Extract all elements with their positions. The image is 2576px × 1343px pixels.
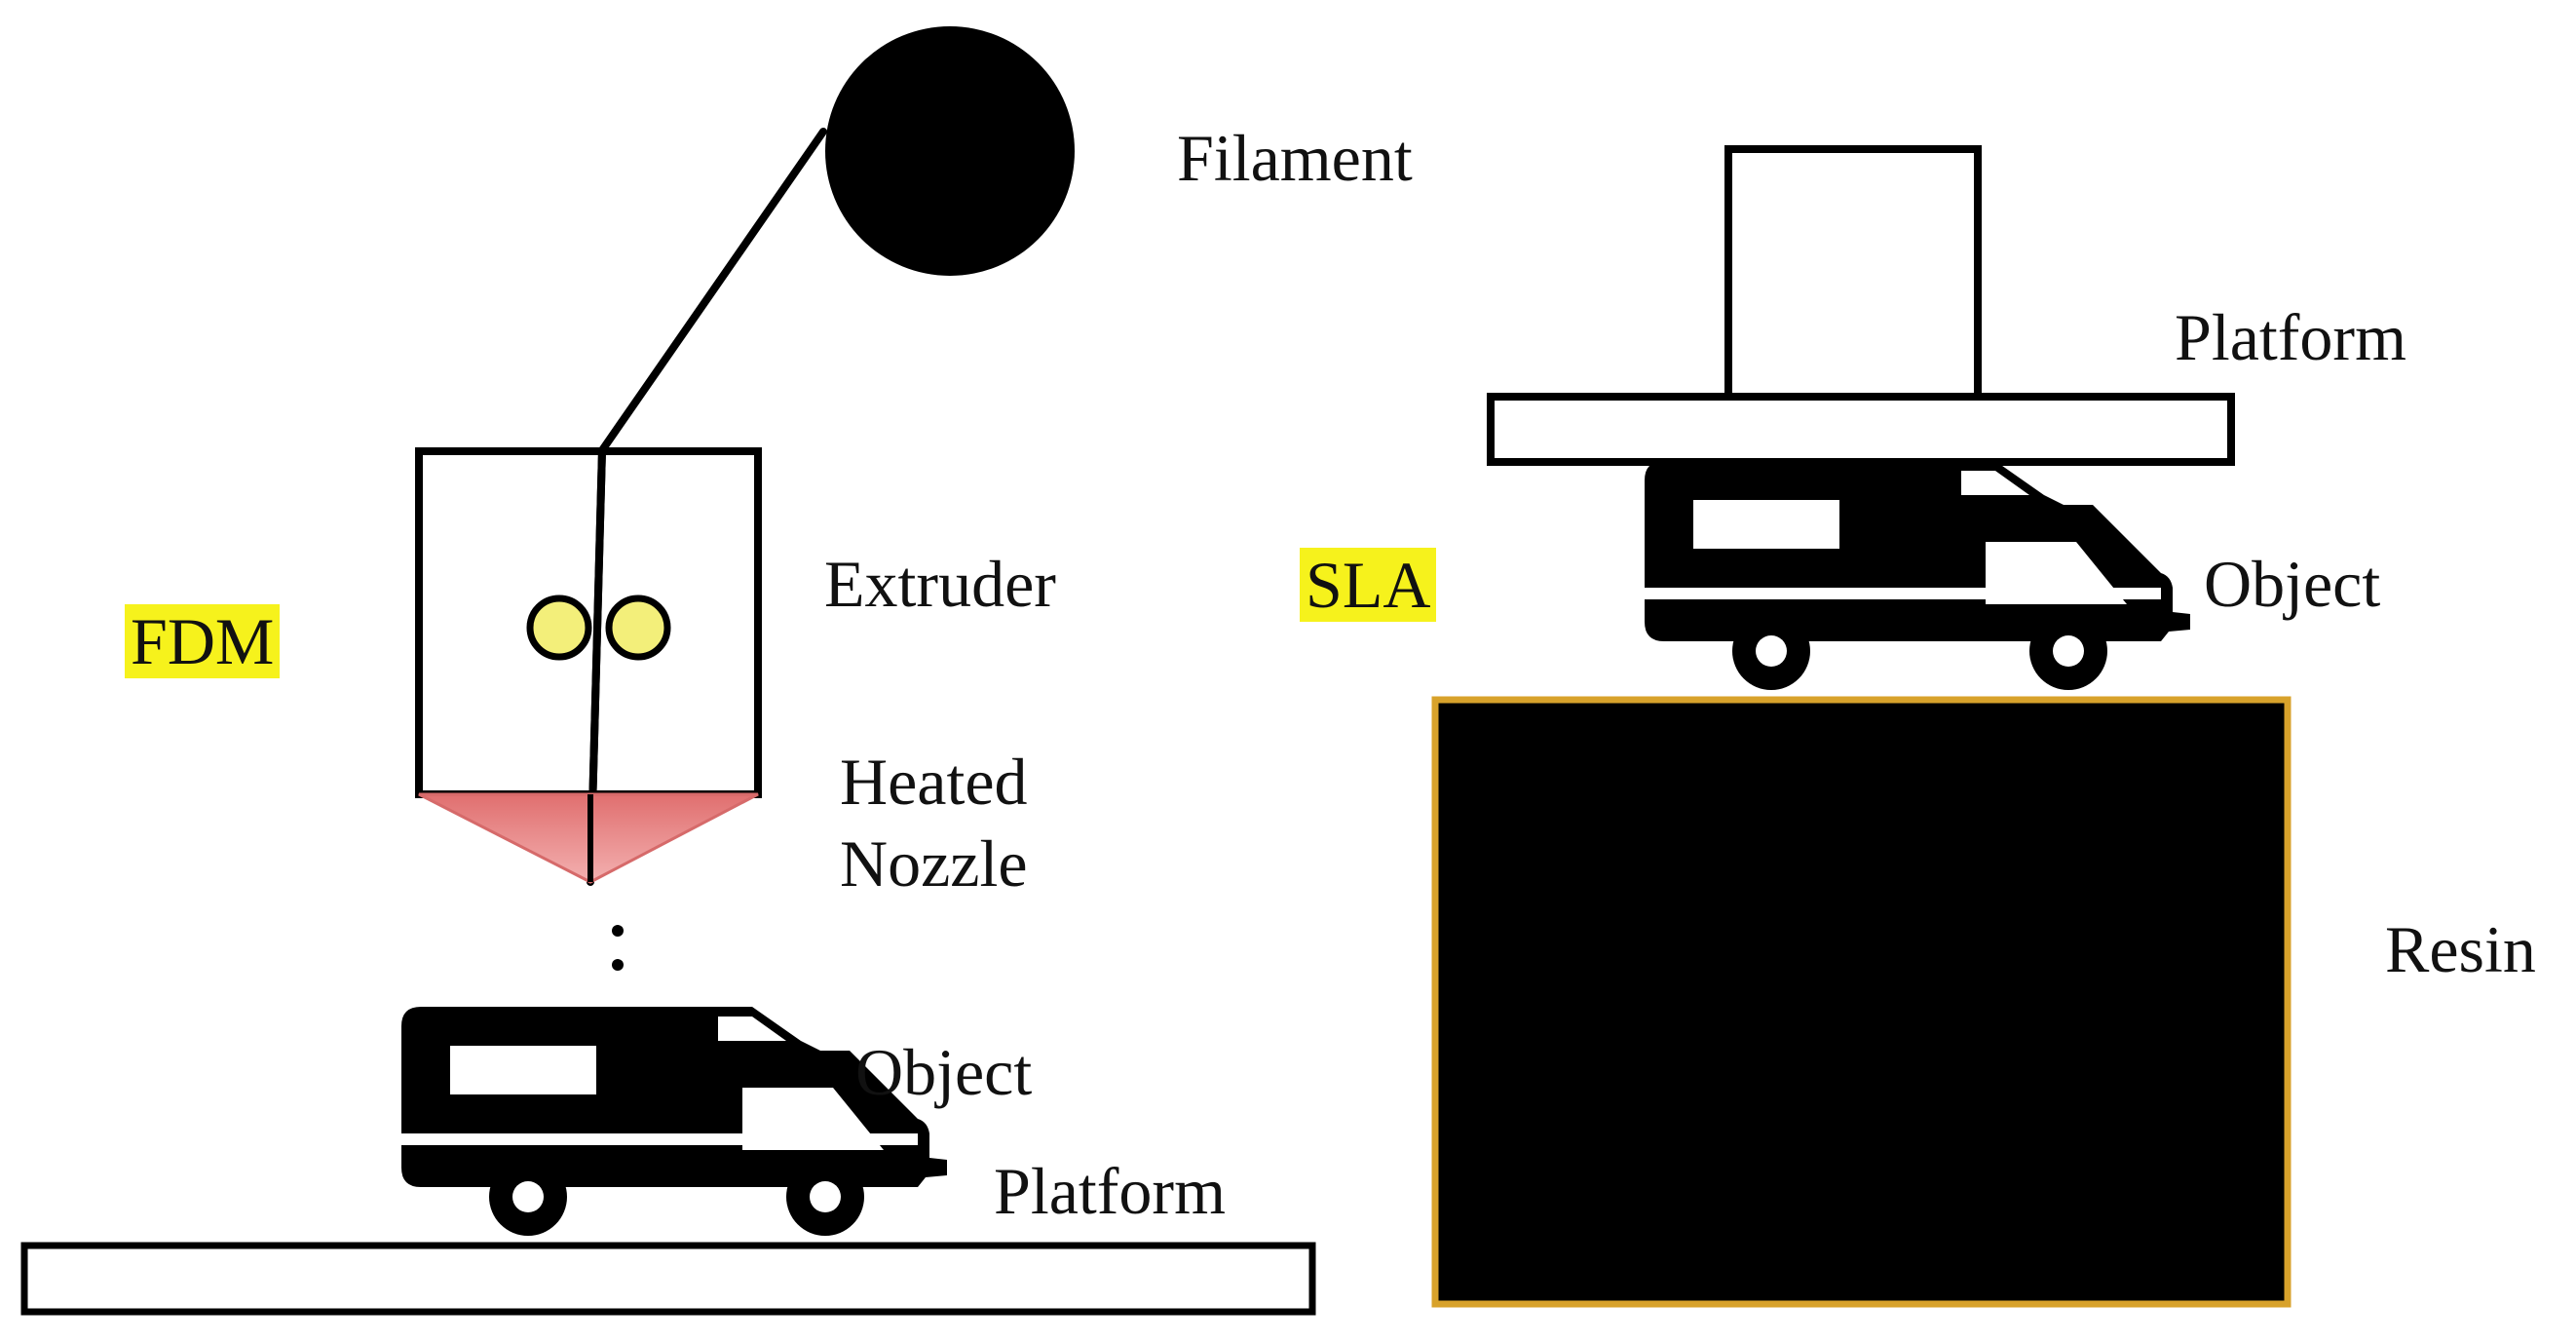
filament-spool (825, 26, 1075, 276)
extruder-roller-right (605, 595, 671, 661)
fdm-platform-label: Platform (994, 1154, 1226, 1228)
deposit-dot (612, 925, 624, 937)
extruder-roller-left (526, 595, 592, 661)
sla-title: SLA (1300, 548, 1437, 622)
extruder-label: Extruder (824, 547, 1056, 621)
sla-platform-label: Platform (2175, 300, 2406, 374)
fdm-title: FDM (125, 604, 281, 678)
sla-object-label: Object (2204, 547, 2381, 621)
resin-vat (1431, 696, 2292, 1308)
sla-object-van (1645, 461, 2190, 690)
resin-label: Resin (2385, 912, 2536, 986)
deposit-dot (612, 959, 624, 971)
sla-platform (1487, 393, 2235, 466)
sla-print-block (1724, 145, 1982, 401)
nozzle-label-line1: Heated (840, 745, 1028, 819)
fdm-platform (20, 1242, 1316, 1316)
fdm-object-label: Object (855, 1035, 1033, 1109)
nozzle-label-line2: Nozzle (840, 826, 1028, 901)
filament-strand (587, 128, 827, 886)
filament-label: Filament (1177, 121, 1413, 195)
